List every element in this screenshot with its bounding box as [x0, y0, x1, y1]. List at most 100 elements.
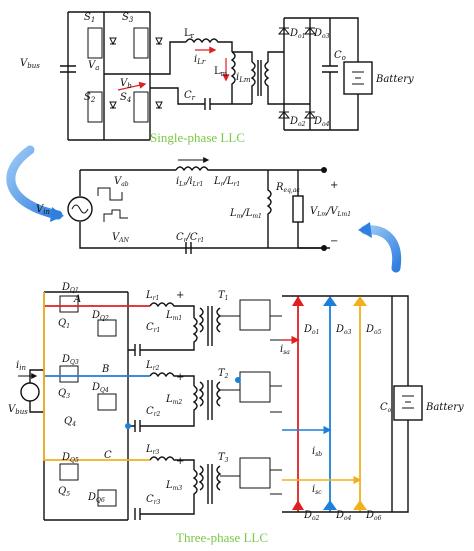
- bot-dq6-label: DQ6: [87, 492, 105, 504]
- bot-diodes: [292, 296, 367, 510]
- top-bus-capacitor: [60, 65, 76, 73]
- top-tx-primary-leads: [232, 51, 253, 104]
- bot-switches: [59, 295, 117, 507]
- top-rect-inputs: [278, 51, 310, 105]
- bot-do4-label: Do4: [335, 510, 352, 522]
- eq-plus-sign: +: [330, 180, 338, 191]
- bot-do2-label: Do2: [303, 510, 320, 522]
- bot-phase-a-label: A: [73, 294, 81, 305]
- bot-isb-label: isb: [312, 446, 322, 458]
- bot-caption: Three-phase LLC: [176, 530, 268, 545]
- bot-phase-c-wire: [43, 292, 150, 461]
- top-battery-label: Battery: [375, 74, 414, 85]
- top-va-node: [104, 41, 186, 75]
- bot-battery-cells: [402, 395, 414, 409]
- bot-lr1-label: Lr1: [145, 290, 159, 302]
- bot-q3-label: Q3: [58, 388, 70, 400]
- bot-node-b2: [125, 423, 131, 429]
- eq-cr-label: Cr/Cr1: [176, 232, 204, 244]
- top-cr-capacitor: [195, 98, 252, 110]
- bot-battery-icon: [393, 385, 423, 421]
- bot-co-wires: [391, 295, 409, 513]
- eq-vlm-label: VLm/VLm1: [310, 206, 351, 218]
- equivalent-circuit: iLr/iLr1 Lr/Lr1 Vab VAN Vin Cr/Cr1 Lm/Lm…: [36, 157, 351, 254]
- top-bridge-legs: [103, 12, 151, 140]
- eq-vab-label: Vab: [114, 176, 129, 188]
- flow-arrow-left: [6, 145, 63, 220]
- top-s3-label: S3: [122, 12, 134, 24]
- eq-lr-label: Lr/Lr1: [213, 176, 240, 188]
- eq-minus-sign: −: [330, 236, 338, 247]
- top-vbus-label: Vbus: [20, 58, 40, 70]
- top-tx-primary: [250, 61, 256, 94]
- eq-current-label: iLr/iLr1: [176, 176, 203, 188]
- top-do4-label: Do4: [313, 116, 330, 128]
- eq-lr-inductor: [175, 166, 268, 172]
- top-diodes: [277, 27, 317, 119]
- top-do1-label: Do1: [289, 28, 305, 40]
- eq-vin-label: Vin: [36, 204, 50, 216]
- top-vb-node: [150, 87, 195, 105]
- bot-isc-label: isc: [312, 484, 322, 496]
- eq-wires-left: [79, 169, 330, 249]
- eq-output-wires: [298, 169, 322, 249]
- bot-vbus-leads: [29, 369, 44, 413]
- bot-vbus-source: [20, 382, 40, 402]
- top-rectifier: [283, 17, 330, 131]
- bot-dq3-label: DQ3: [61, 354, 79, 366]
- eq-terminal-minus: [321, 245, 327, 251]
- top-tx-secondary: [264, 51, 296, 105]
- eq-ac-source: [67, 196, 93, 222]
- bot-do5-label: Do5: [365, 324, 382, 336]
- top-caption: Single-phase LLC: [150, 130, 245, 145]
- top-lr-label: Lr: [184, 28, 195, 40]
- bot-lr2-label: Lr2: [145, 360, 160, 372]
- bot-dq1-label: DQ1: [61, 282, 79, 294]
- eq-terminal-plus: [321, 167, 327, 173]
- eq-ac-symbol: [71, 204, 89, 214]
- top-s4-label: S4: [120, 92, 131, 104]
- bot-dq4-label: DQ4: [91, 382, 109, 394]
- bot-do6-label: Do6: [365, 510, 382, 522]
- bot-lm3-label: Lm3: [165, 480, 182, 492]
- top-cr-label: Cr: [184, 90, 196, 102]
- top-lr-inductor: [185, 38, 233, 52]
- bot-q5-label: Q5: [58, 486, 70, 498]
- bot-isa-label: isa: [280, 344, 290, 356]
- top-ilm-label: iLm: [236, 72, 251, 84]
- top-va-label: Va: [88, 60, 99, 72]
- eq-lm-inductor: [266, 170, 272, 248]
- eq-req-resistor: [292, 195, 304, 223]
- top-battery-cells: [352, 71, 364, 85]
- eq-van-label: VAN: [112, 232, 130, 244]
- top-do3-label: Do3: [313, 28, 330, 40]
- eq-vab-wave: [97, 187, 123, 201]
- top-tx-core: [257, 60, 262, 96]
- bot-bus-rails: [43, 291, 128, 521]
- bot-output-rails: [282, 295, 392, 513]
- top-bus-rails: [67, 11, 150, 141]
- bot-cr3-label: Cr3: [146, 494, 161, 506]
- flow-arrow-left-head: [50, 207, 64, 222]
- bot-node-b: [235, 377, 241, 383]
- top-s1-label: S1: [84, 12, 95, 24]
- three-phase-llc: Vbus iin A B C DQ1 DQ2 DQ3 DQ4 DQ5 DQ6 Q…: [8, 282, 464, 545]
- bot-battery-label: Battery: [425, 402, 464, 413]
- bot-plus-3: +: [176, 456, 184, 467]
- bot-lr3-label: Lr3: [145, 444, 160, 456]
- bot-cr2-label: Cr2: [146, 406, 161, 418]
- bot-plus-2: +: [176, 372, 184, 383]
- eq-lm-label: Lm/Lm1: [229, 208, 262, 220]
- bot-do3-label: Do3: [335, 324, 352, 336]
- bot-t3-label: T3: [218, 452, 229, 464]
- top-s2-label: S2: [84, 92, 96, 104]
- bot-iin-label: iin: [16, 360, 26, 372]
- bot-phase-c-label: C: [104, 450, 112, 461]
- bot-plus-1: +: [176, 290, 184, 301]
- top-lm-inductor: [230, 51, 236, 104]
- bot-do1-label: Do1: [303, 324, 319, 336]
- bot-co-label: Co: [380, 402, 392, 414]
- top-co-label: Co: [334, 50, 346, 62]
